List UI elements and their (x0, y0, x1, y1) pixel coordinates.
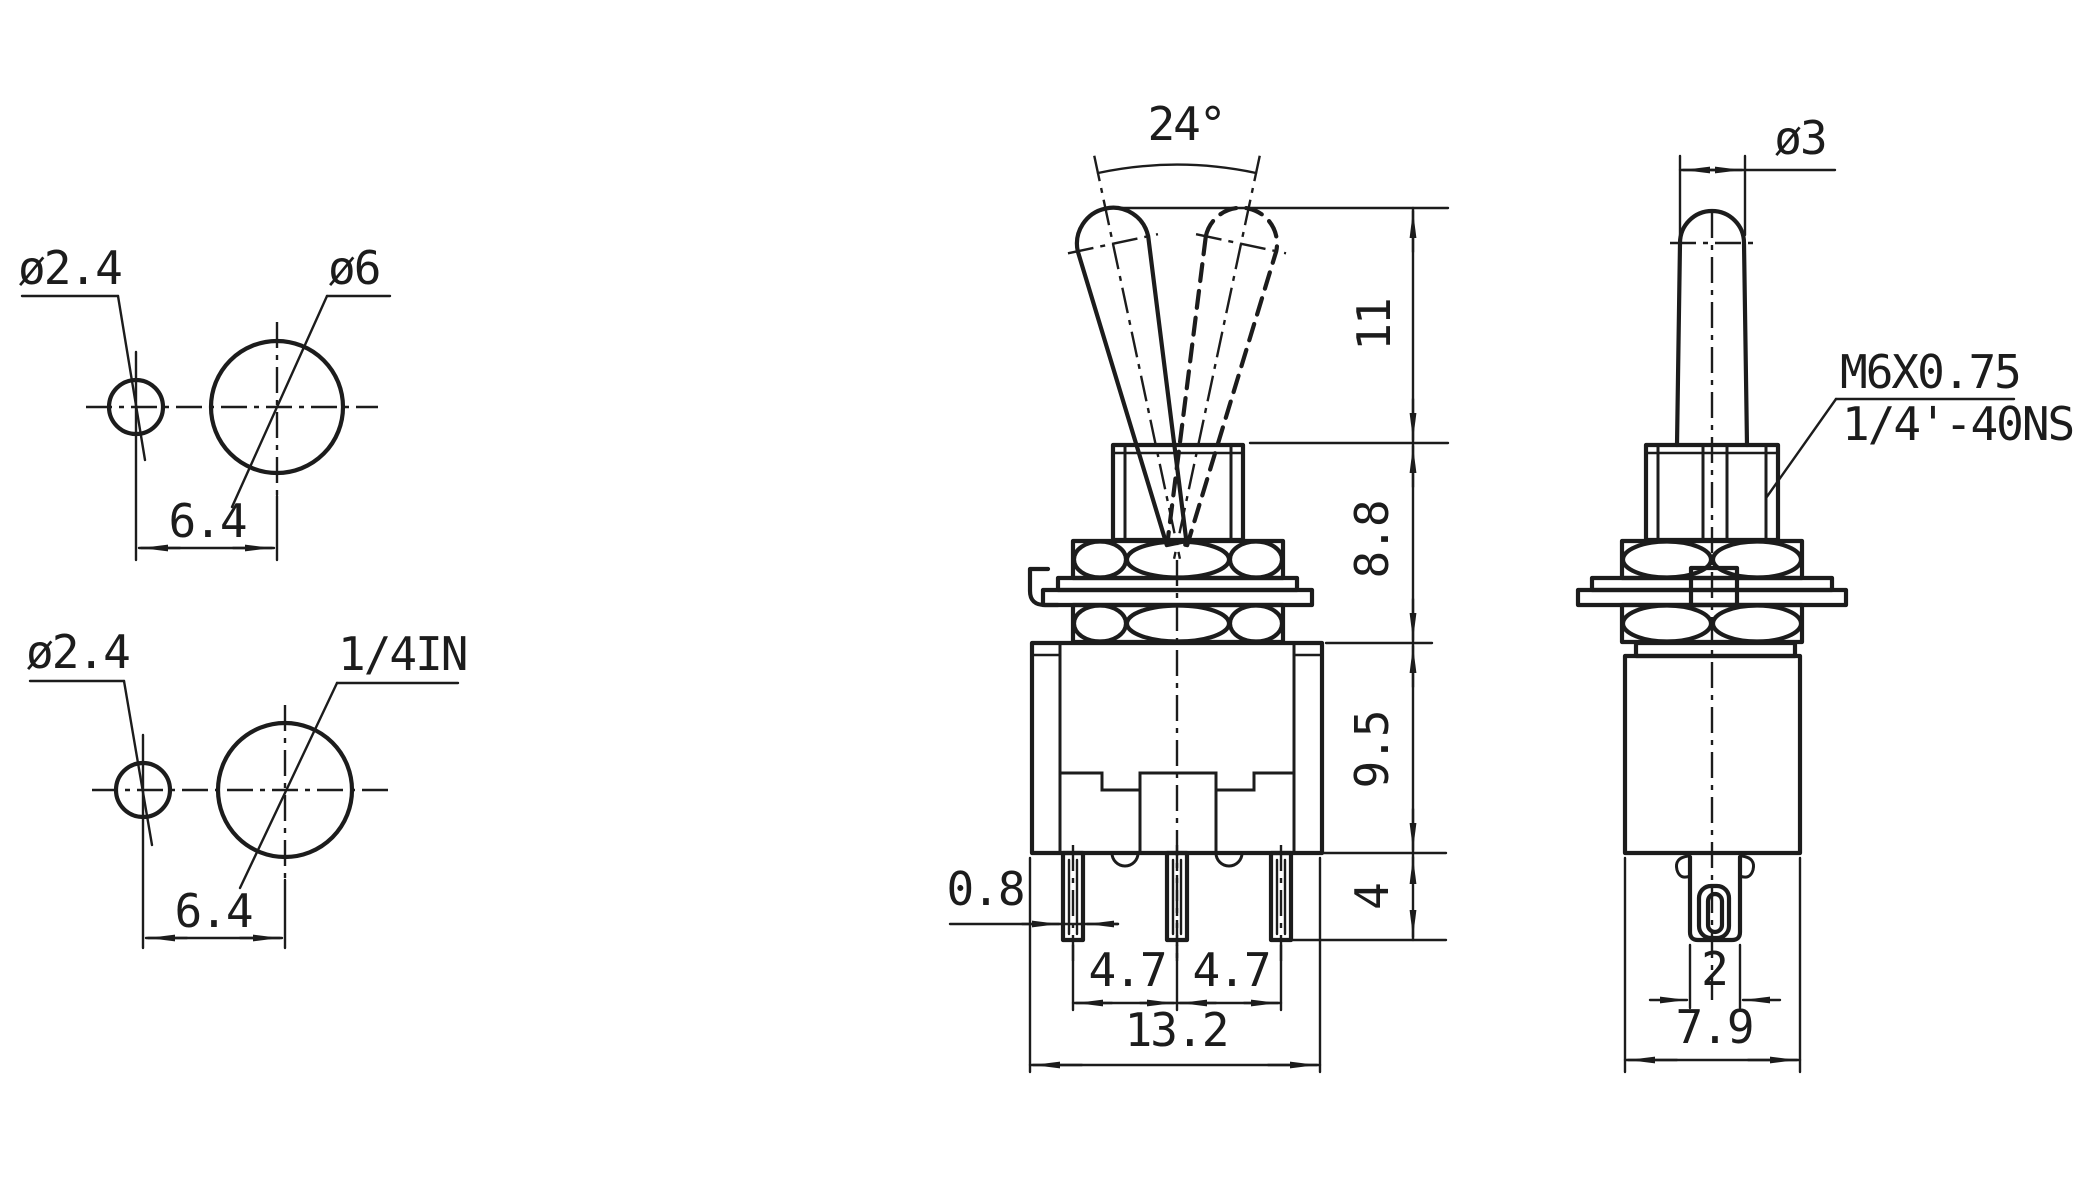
side-view: ø3 M6X0.75 1/4'-40NS (1575, 111, 2075, 1074)
dim-label-spacing: 6.4 (174, 884, 251, 938)
toggle-lever-group (1067, 155, 1287, 559)
small-hole-circle (106, 377, 166, 437)
panel-hole-view-bottom: ø2.4 1/4IN 6.4 (26, 625, 468, 950)
leader-line (238, 681, 339, 890)
leader-line (230, 294, 329, 509)
terminal-pin-left (1060, 845, 1086, 962)
dim-label-pitch-right: 4.7 (1192, 943, 1269, 997)
front-view: 24° (946, 97, 1450, 1074)
dim-label-large-dia: ø6 (328, 241, 379, 295)
thread-imperial-label: 1/4'-40NS (1842, 397, 2073, 451)
leader-line (122, 679, 154, 847)
dim-label-lever-height: 11 (1347, 299, 1401, 350)
front-height-dimensions: 11 8.8 9.5 4 (1106, 206, 1450, 942)
dim-label-small-dia: ø2.4 (26, 625, 129, 679)
thread-metric-label: M6X0.75 (1840, 345, 2020, 399)
dim-label-bushing-height: 8.8 (1345, 501, 1399, 578)
switch-body-side (1622, 640, 1803, 856)
dim-label-large-dia: 1/4IN (338, 627, 466, 681)
large-hole-circle (215, 720, 355, 860)
dim-label-terminal-thickness: 0.8 (946, 862, 1023, 916)
dim-label-angle: 24° (1147, 97, 1224, 151)
thread-callout: M6X0.75 1/4'-40NS (1764, 345, 2075, 500)
terminal-pin-center (1164, 845, 1190, 962)
threaded-bushing (1110, 442, 1246, 543)
dim-label-spacing: 6.4 (168, 494, 245, 548)
dim-label-body-width: 13.2 (1125, 1003, 1228, 1057)
terminal-pin-right (1268, 845, 1294, 962)
lever-position-off-phantom (1165, 155, 1287, 559)
side-bottom-dimensions: 2 7.9 (1623, 856, 1802, 1074)
front-bottom-dimensions: 0.8 4.7 4.7 13.2 (946, 856, 1322, 1074)
dim-label-terminal-length: 4 (1345, 884, 1399, 910)
dim-label-terminal-width: 2 (1701, 942, 1727, 996)
leader-line (116, 294, 147, 462)
dim-label-body-height: 9.5 (1345, 711, 1399, 788)
dim-label-lever-dia: ø3 (1774, 111, 1825, 165)
dim-label-small-dia: ø2.4 (18, 241, 121, 295)
lever-dia-dimension: ø3 (1678, 111, 1837, 237)
dim-label-body-depth: 7.9 (1675, 1000, 1752, 1054)
dim-label-pitch-left: 4.7 (1088, 943, 1165, 997)
large-hole-circle (208, 338, 346, 476)
toggle-lever-side (1670, 208, 1754, 448)
angle-arc (1096, 163, 1258, 175)
panel-hole-view-top: ø2.4 ø6 6.4 (18, 241, 392, 562)
small-hole-circle (113, 760, 173, 820)
terminal-pin-side (1675, 854, 1755, 943)
